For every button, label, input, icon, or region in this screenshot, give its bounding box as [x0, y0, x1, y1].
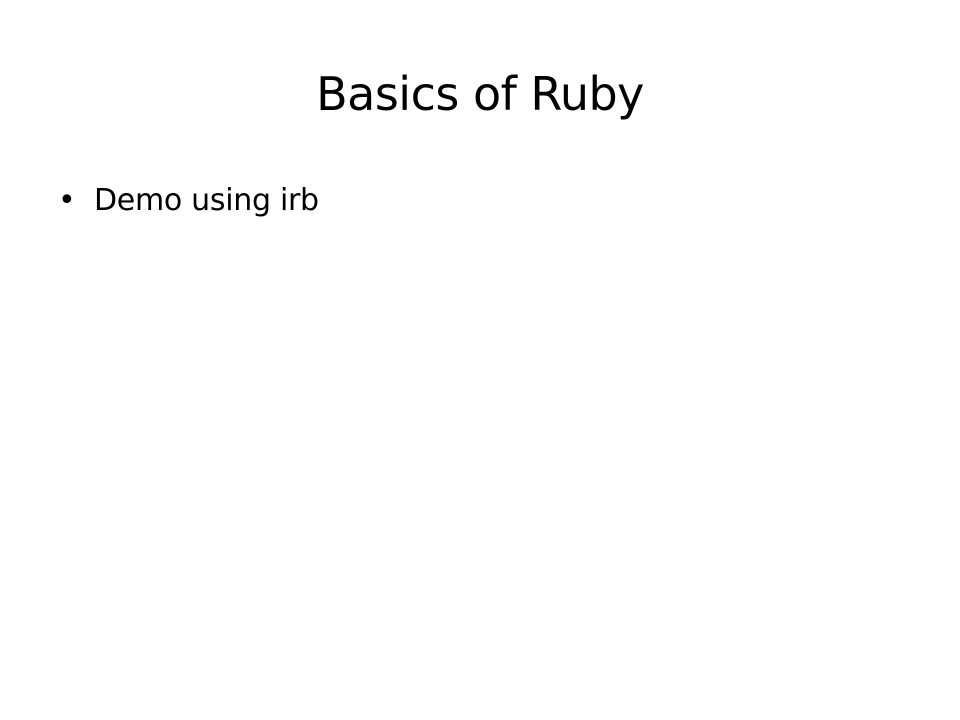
bullet-marker: •	[58, 183, 76, 218]
slide-title: Basics of Ruby	[316, 67, 644, 121]
bullet-text: Demo using irb	[94, 183, 319, 218]
bullet-item: • Demo using irb	[58, 180, 319, 222]
bullet-list: • Demo using irb	[58, 180, 319, 222]
